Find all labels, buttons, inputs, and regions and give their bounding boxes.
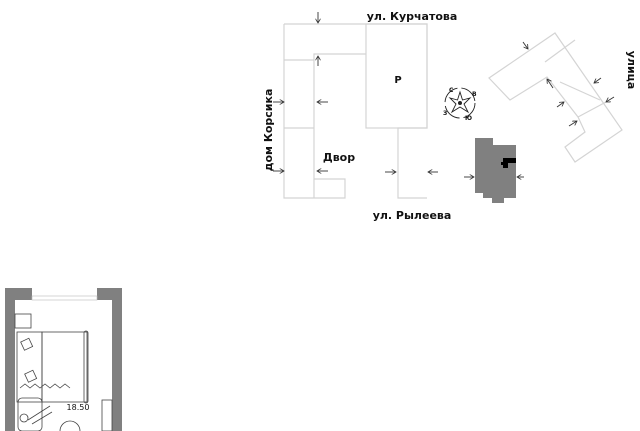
building-right <box>488 32 623 163</box>
compass-north: С <box>449 87 454 94</box>
highlighted-building <box>475 138 516 203</box>
parking-block <box>365 23 428 129</box>
street-east-label: улица <box>625 51 638 90</box>
courtyard-label: Двор <box>323 151 355 164</box>
room-area-label: 18.50 <box>67 403 90 412</box>
building-complex-left <box>283 23 428 199</box>
parking-label: Р <box>394 75 401 86</box>
compass-west: З <box>443 110 447 117</box>
compass-south: Ю <box>465 115 472 122</box>
street-west-label: дом Корсика <box>262 89 275 172</box>
street-south-label: ул. Рылеева <box>373 209 452 222</box>
floor-plan <box>5 288 122 431</box>
compass-east: В <box>472 91 477 98</box>
street-north-label: ул. Курчатова <box>367 10 458 23</box>
apartment-marker <box>501 158 516 168</box>
compass-rose-icon <box>444 87 476 119</box>
entrance-arrows <box>273 12 615 177</box>
